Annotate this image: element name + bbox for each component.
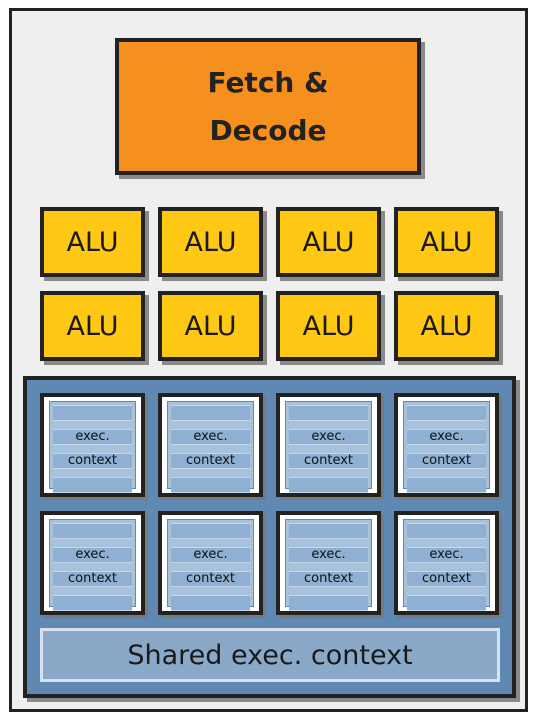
alu-block: ALU xyxy=(276,291,381,361)
exec-context-line2: context xyxy=(304,571,353,586)
alu-label: ALU xyxy=(184,226,237,258)
alu-block: ALU xyxy=(158,291,263,361)
exec-context-block: exec. context xyxy=(394,393,499,497)
exec-context-line2: context xyxy=(186,571,235,586)
alu-label: ALU xyxy=(420,226,473,258)
fetch-decode-block: Fetch & Decode xyxy=(115,38,421,175)
exec-context-block: exec. context xyxy=(40,393,145,497)
exec-context-line1: exec. xyxy=(429,547,464,562)
alu-label: ALU xyxy=(302,226,355,258)
exec-context-block: exec. context xyxy=(158,393,263,497)
alu-block: ALU xyxy=(394,207,499,277)
exec-context-line1: exec. xyxy=(193,429,228,444)
exec-context-block: exec. context xyxy=(276,393,381,497)
shared-exec-context-label: Shared exec. context xyxy=(127,639,413,671)
exec-context-line2: context xyxy=(422,571,471,586)
exec-context-line2: context xyxy=(68,571,117,586)
exec-context-line1: exec. xyxy=(311,547,346,562)
fetch-decode-label: Fetch & Decode xyxy=(207,65,329,147)
exec-context-line1: exec. xyxy=(311,429,346,444)
exec-context-line1: exec. xyxy=(193,547,228,562)
alu-label: ALU xyxy=(302,310,355,342)
alu-label: ALU xyxy=(420,310,473,342)
exec-context-block: exec. context xyxy=(276,511,381,615)
exec-context-block: exec. context xyxy=(158,511,263,615)
alu-block: ALU xyxy=(394,291,499,361)
alu-label: ALU xyxy=(66,310,119,342)
alu-label: ALU xyxy=(66,226,119,258)
shared-exec-context-block: Shared exec. context xyxy=(40,628,500,682)
exec-context-line2: context xyxy=(186,453,235,468)
exec-context-line2: context xyxy=(422,453,471,468)
exec-context-block: exec. context xyxy=(40,511,145,615)
exec-context-block: exec. context xyxy=(394,511,499,615)
alu-label: ALU xyxy=(184,310,237,342)
alu-block: ALU xyxy=(158,207,263,277)
exec-context-line1: exec. xyxy=(75,547,110,562)
alu-block: ALU xyxy=(276,207,381,277)
exec-context-line1: exec. xyxy=(75,429,110,444)
alu-block: ALU xyxy=(40,207,145,277)
exec-context-line2: context xyxy=(304,453,353,468)
exec-context-line1: exec. xyxy=(429,429,464,444)
exec-context-line2: context xyxy=(68,453,117,468)
alu-block: ALU xyxy=(40,291,145,361)
